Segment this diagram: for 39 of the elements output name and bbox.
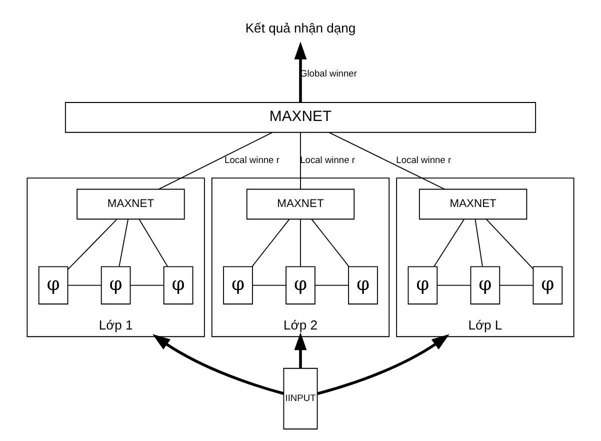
connector: [67, 284, 102, 286]
connector: [67, 218, 118, 270]
connector: [474, 218, 483, 267]
node-box: φ: [38, 266, 68, 304]
node-box: φ: [223, 266, 253, 304]
node-box: MAXNET: [418, 188, 528, 220]
node-box: φ: [286, 266, 316, 304]
connector: [252, 218, 290, 267]
connector: [328, 132, 446, 190]
node-text: Kết quả nhận dạng: [245, 20, 356, 36]
connector: [311, 218, 350, 267]
connector: [138, 218, 168, 267]
node-box: φ: [348, 266, 378, 304]
connector: [118, 218, 129, 267]
node-box: IINPUT: [283, 368, 318, 430]
connector: [434, 218, 464, 267]
node-box: φ: [470, 266, 500, 304]
arrow: [152, 334, 284, 395]
connector: [252, 284, 286, 286]
edge-label: Local winne r: [396, 155, 452, 166]
connector: [158, 132, 273, 190]
connector: [499, 284, 534, 286]
connector: [314, 284, 349, 286]
arrow: [294, 42, 307, 102]
node-box: MAXNET: [64, 102, 536, 133]
connector: [300, 132, 301, 190]
node-box: φ: [532, 266, 563, 304]
node-box: MAXNET: [76, 188, 185, 220]
node-box: MAXNET: [246, 188, 355, 220]
node-box: φ: [163, 266, 194, 304]
connector: [130, 284, 164, 286]
arrow: [294, 332, 307, 368]
arrow: [317, 334, 450, 395]
node-box: φ: [408, 266, 438, 304]
edge-label: Local winne r: [224, 155, 280, 166]
connector: [486, 218, 534, 270]
connector: [436, 284, 472, 286]
connector: [300, 218, 301, 267]
node-box: φ: [100, 266, 131, 304]
